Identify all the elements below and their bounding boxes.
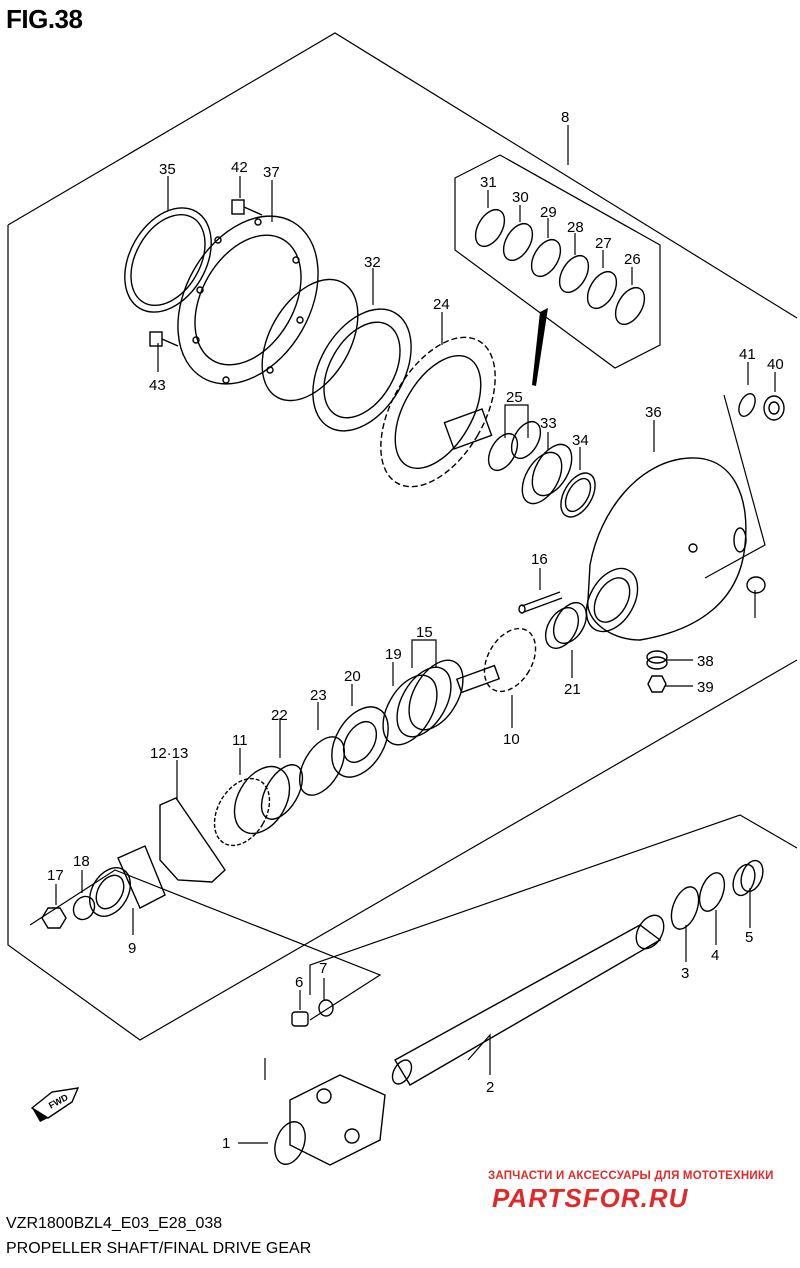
callout-29: 30	[512, 189, 529, 206]
part-retainer-11	[213, 765, 291, 847]
part-spring-5	[732, 859, 764, 897]
callout-38: 39	[697, 679, 714, 696]
callout-12-13: 12·13	[150, 745, 188, 762]
watermark-tagline: ЗАПЧАСТИ И АКСЕССУАРЫ ДЛЯ МОТОТЕХНИКИ	[488, 1170, 774, 1182]
callout-9: 9	[128, 940, 136, 957]
part-housing-9	[89, 845, 166, 917]
part-gasket-12-13	[159, 797, 226, 883]
callout-3: 3	[681, 965, 689, 982]
model-code: VZR1800BZL4_E03_E28_038	[6, 1215, 223, 1232]
callout-35: 36	[645, 404, 662, 421]
callout-39: 40	[767, 356, 784, 373]
callout-32: 33	[540, 415, 557, 432]
callout-2: 2	[486, 1079, 494, 1096]
part-washer-17	[72, 895, 96, 921]
fwd-arrow-icon: FWD	[30, 1087, 80, 1122]
callout-15: 16	[531, 551, 548, 568]
callout-24: 25	[506, 389, 523, 406]
part-plug-43	[746, 576, 766, 594]
leader-lines	[55, 125, 776, 1144]
figure-title: FIG.38	[6, 4, 83, 34]
callout-31: 32	[364, 254, 381, 271]
callout-28: 29	[540, 204, 557, 221]
assembly-outline-bottom	[7, 225, 798, 1041]
part-nut-16	[41, 907, 67, 929]
part-shims-25-30	[474, 208, 646, 326]
callout-30: 31	[480, 174, 497, 191]
part-flange-36	[177, 215, 319, 385]
arrow-icon	[532, 308, 548, 386]
callout-41: 42	[231, 159, 248, 176]
part-universal-joint-1	[274, 1074, 386, 1166]
part-ring-gear-23	[380, 336, 496, 488]
part-shim-24b	[510, 420, 542, 460]
callout-26: 27	[595, 235, 612, 252]
part-plug-39	[763, 395, 785, 421]
part-oil-seal-33	[560, 472, 596, 518]
callout-7: 7	[319, 960, 327, 977]
part-ring-gasket	[261, 278, 359, 402]
callout-4: 4	[711, 947, 719, 964]
callout-34: 35	[159, 161, 176, 178]
callout-14: 15	[416, 624, 433, 641]
part-pinion-gear-10	[455, 627, 537, 694]
callout-25: 26	[624, 251, 641, 268]
part-bolt-42	[149, 331, 179, 347]
part-o-ring-40	[738, 393, 756, 417]
callout-27: 28	[567, 219, 584, 236]
callout-36: 37	[263, 164, 280, 181]
watermark-logo: PARTSFOR.RU	[492, 1183, 689, 1213]
part-nut-38	[647, 675, 667, 693]
assembly-outline-top	[7, 32, 798, 319]
callout-11: 11	[232, 732, 248, 749]
part-bearing-31	[312, 308, 412, 432]
plug-guide-line	[704, 394, 766, 579]
callout-42: 43	[149, 377, 166, 394]
callout-20: 21	[564, 681, 581, 698]
callout-8: 8	[561, 109, 569, 126]
part-shims-14-18	[382, 659, 464, 746]
part-washer-37	[646, 650, 668, 670]
callout-21: 22	[271, 707, 288, 724]
part-shim-24a	[487, 432, 519, 472]
callout-33: 34	[572, 432, 589, 449]
part-stud-15	[518, 591, 563, 614]
part-ring-22	[298, 736, 346, 796]
part-bearing-20	[544, 602, 588, 649]
watermark-logo-text: PARTSFOR.RU	[492, 1183, 689, 1213]
callout-18: 19	[385, 646, 402, 663]
part-gear-case-35	[585, 457, 747, 641]
part-ring-3	[670, 886, 700, 930]
callout-16: 17	[47, 867, 64, 884]
part-propeller-shaft-2	[391, 914, 665, 1086]
callout-40: 41	[739, 346, 756, 363]
part-bolt-6	[291, 1011, 309, 1027]
callout-1: 1	[222, 1135, 230, 1152]
callout-labels: 8 35 42 37 32 24 31 30 29 28 27 26 25 33…	[47, 109, 784, 1152]
part-bearing-32	[521, 443, 573, 505]
shim-group-box	[454, 154, 661, 369]
part-washer-7	[318, 999, 334, 1017]
callout-22: 23	[310, 687, 327, 704]
callout-5: 5	[745, 929, 753, 946]
part-circlip-4	[698, 872, 726, 912]
callout-10: 10	[503, 731, 520, 748]
callout-17: 18	[73, 853, 90, 870]
part-oil-seal-34	[124, 207, 212, 313]
part-circlip-21	[260, 764, 304, 820]
callout-19: 20	[344, 668, 361, 685]
callout-37: 38	[697, 653, 714, 670]
bolt-group-outline	[29, 869, 382, 1021]
propeller-shaft-outline	[309, 814, 798, 995]
callout-23: 24	[433, 296, 450, 313]
figure-caption: PROPELLER SHAFT/FINAL DRIVE GEAR	[6, 1240, 312, 1257]
part-bolt-41	[231, 199, 263, 216]
callout-6: 6	[295, 974, 303, 991]
part-bearing-19	[331, 706, 389, 778]
